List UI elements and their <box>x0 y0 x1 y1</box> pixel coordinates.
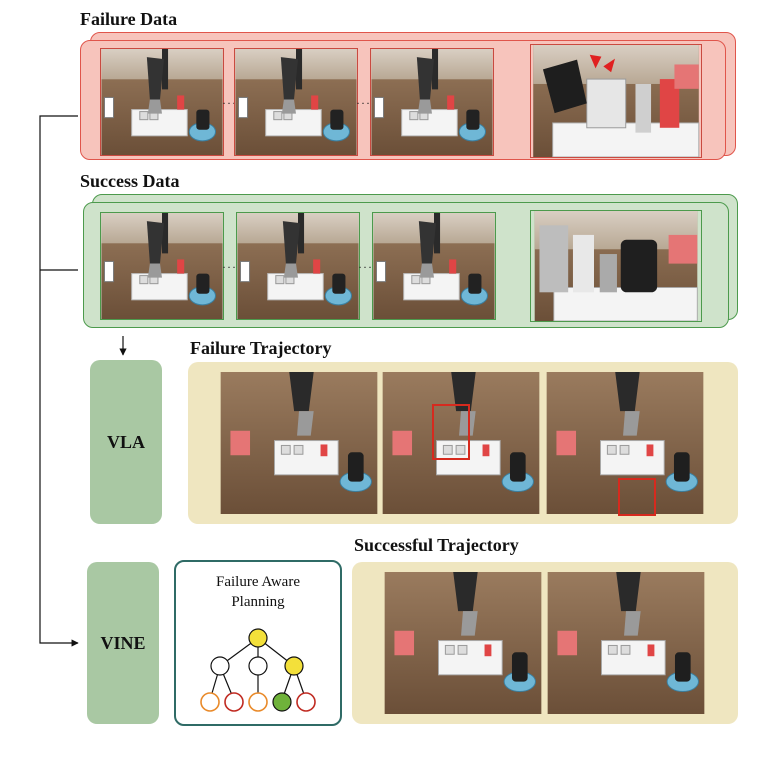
planning-label-line1: Failure Aware <box>215 574 300 590</box>
failure-trajectory-frame-1 <box>218 372 380 514</box>
failure-highlight-box-2 <box>618 478 656 516</box>
failure-frame-3 <box>370 48 494 156</box>
failure-zoom-frame <box>530 44 702 158</box>
success-frame-1 <box>100 212 224 320</box>
successful-trajectory-frame-2 <box>544 572 708 714</box>
success-frame-3 <box>372 212 496 320</box>
success-frame-2 <box>236 212 360 320</box>
tree-leaf-1 <box>200 692 220 712</box>
failure-highlight-box-1 <box>432 404 470 460</box>
successful-trajectory-frame-1 <box>382 572 544 714</box>
success-zoom-frame <box>530 210 702 322</box>
tree-node-l1-b <box>248 656 268 676</box>
tree-node-l1-c <box>284 656 304 676</box>
successful-trajectory-title: Successful Trajectory <box>354 535 519 555</box>
planning-label-line2: Planning <box>231 594 285 610</box>
tree-node-l1-a <box>210 656 230 676</box>
failure-trajectory-title: Failure Trajectory <box>190 338 332 358</box>
planning-label: Failure Aware Planning <box>176 572 340 612</box>
tree-root-node <box>248 628 268 648</box>
failure-frame-2 <box>234 48 358 156</box>
failure-frame-1 <box>100 48 224 156</box>
tree-leaf-2 <box>224 692 244 712</box>
tree-leaf-4 <box>272 692 292 712</box>
tree-leaf-5 <box>296 692 316 712</box>
vla-block: VLA <box>90 360 162 524</box>
tree-leaf-3 <box>248 692 268 712</box>
failure-aware-planning-box: Failure Aware Planning <box>174 560 342 726</box>
failure-data-title: Failure Data <box>80 9 178 29</box>
vine-block: VINE <box>87 562 159 724</box>
planning-tree <box>200 628 316 712</box>
success-data-title: Success Data <box>80 171 180 191</box>
